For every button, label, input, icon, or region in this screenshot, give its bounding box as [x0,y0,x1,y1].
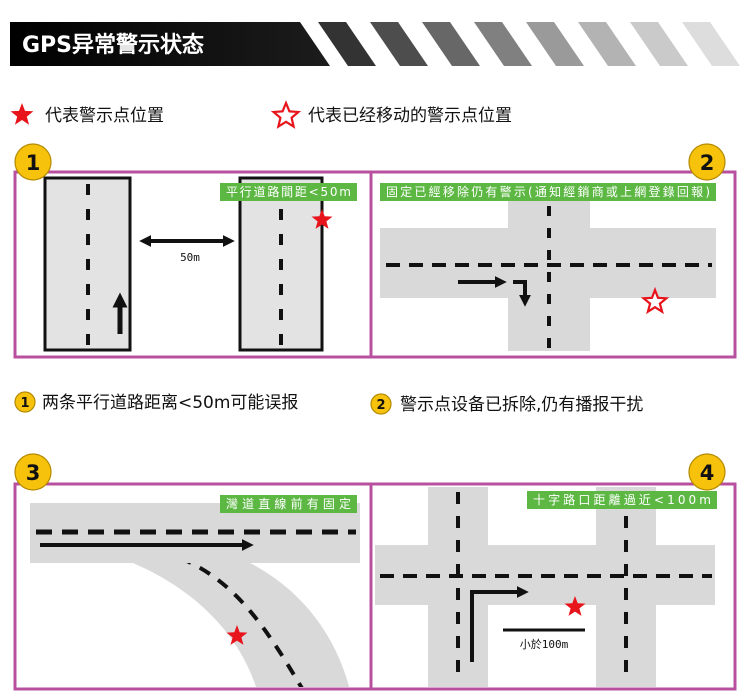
caption-badge [370,393,392,415]
legend-item-warning-point: 代表警示点位置 [10,103,164,126]
panel-badge-3: 3 [14,453,52,491]
panel-frames [13,170,737,691]
panel-tag: 平行道路間距<50m [220,183,357,201]
turn-arrow-down [513,280,531,307]
caption-2: 2 警示点设备已拆除,仍有播报干扰 [370,393,643,415]
badge-circle [688,143,726,181]
panel-badge-4: 4 [688,453,726,491]
panel-tag-background [220,495,357,513]
panel-frame-row-2 [13,482,737,691]
header-stripe [682,22,740,66]
badge-number: 2 [700,151,715,175]
lane-divider-curve [179,556,304,687]
road-curve [120,558,350,687]
badge-circle [14,143,52,181]
panel-tag: 固定已經移除仍有警示(通知經銷商或上網登錄回報) [380,183,716,201]
captions: 1 两条平行道路距离<50m可能误报 2 警示点设备已拆除,仍有播报干扰 [14,391,643,415]
legend-label: 代表已经移动的警示点位置 [308,106,512,126]
panel-tag: 灣道直線前有固定 [220,495,357,513]
panel-tag-background [527,491,717,509]
header-stripe [318,22,376,66]
header-stripe [422,22,480,66]
header-stripe [526,22,584,66]
panel-tag-background [220,183,357,201]
turn-arrow-right [470,586,529,662]
badge-number: 4 [700,461,715,485]
legend-item-moved-point: 代表已经移动的警示点位置 [270,100,512,129]
badge-circle [688,453,726,491]
caption-badge [14,391,36,413]
header-background [10,22,330,66]
badge-circle [14,453,52,491]
header-stripe [370,22,428,66]
distance-label: 小於100m [520,637,569,651]
panel-tag: 十字路口距離過近<100m [527,491,717,509]
badge-number: 3 [26,461,41,485]
header-bar: GPS异常警示状态 [10,22,740,66]
caption-text: 两条平行道路距离<50m可能误报 [42,393,298,413]
header-title: GPS异常警示状态 [22,32,204,58]
outline-star-icon [270,100,302,129]
caption-badge-number: 2 [376,398,385,413]
warning-star-icon [311,209,333,229]
caption-1: 1 两条平行道路距离<50m可能误报 [14,391,298,413]
panel-badge-2: 2 [688,143,726,181]
panel-tag-background [380,183,716,201]
badge-number: 1 [26,151,41,175]
warning-star-icon [226,625,248,645]
header-stripes [318,22,740,66]
legend-label: 代表警示点位置 [45,106,164,126]
header-stripe [630,22,688,66]
road-right [238,176,324,352]
panel-1-parallel-roads: 50m 平行道路間距<50m [43,176,357,352]
panel-2-removed-device: 固定已經移除仍有警示(通知經銷商或上網登錄回報) [380,183,716,351]
legend: 代表警示点位置 代表已经移动的警示点位置 [10,100,512,129]
panel-badge-1: 1 [14,143,52,181]
panel-3-curve-road: 灣道直線前有固定 [30,495,360,687]
caption-badge-number: 1 [20,396,29,411]
header-stripe [578,22,636,66]
panel-4-close-intersections: 小於100m 十字路口距離過近<100m [375,487,717,687]
filled-star-icon [10,103,34,125]
warning-star-icon [564,596,586,616]
header-stripe [474,22,532,66]
caption-text: 警示点设备已拆除,仍有播报干扰 [400,395,643,415]
moved-star-icon [640,286,670,315]
panel-frame-row-1 [13,170,737,359]
distance-label: 50m [180,251,200,264]
panel-tag-label: 平行道路間距<50m [226,184,351,199]
